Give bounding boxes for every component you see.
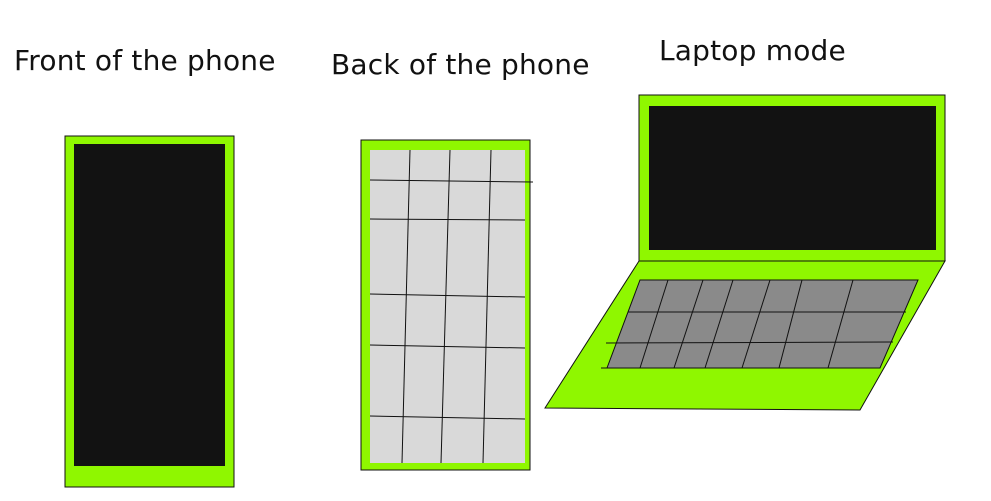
phone-front-screen [74,144,225,466]
phone-back [360,139,534,471]
back-phone-label: Back of the phone [331,48,590,81]
laptop [544,94,946,411]
laptop-keyboard-keys [601,279,906,369]
phone-front [64,135,235,488]
front-phone-label: Front of the phone [14,44,276,77]
phone-back-grid [369,149,534,464]
laptop-screen [649,106,936,250]
phone-back-panel [370,150,525,463]
laptop-mode-label: Laptop mode [659,34,846,67]
